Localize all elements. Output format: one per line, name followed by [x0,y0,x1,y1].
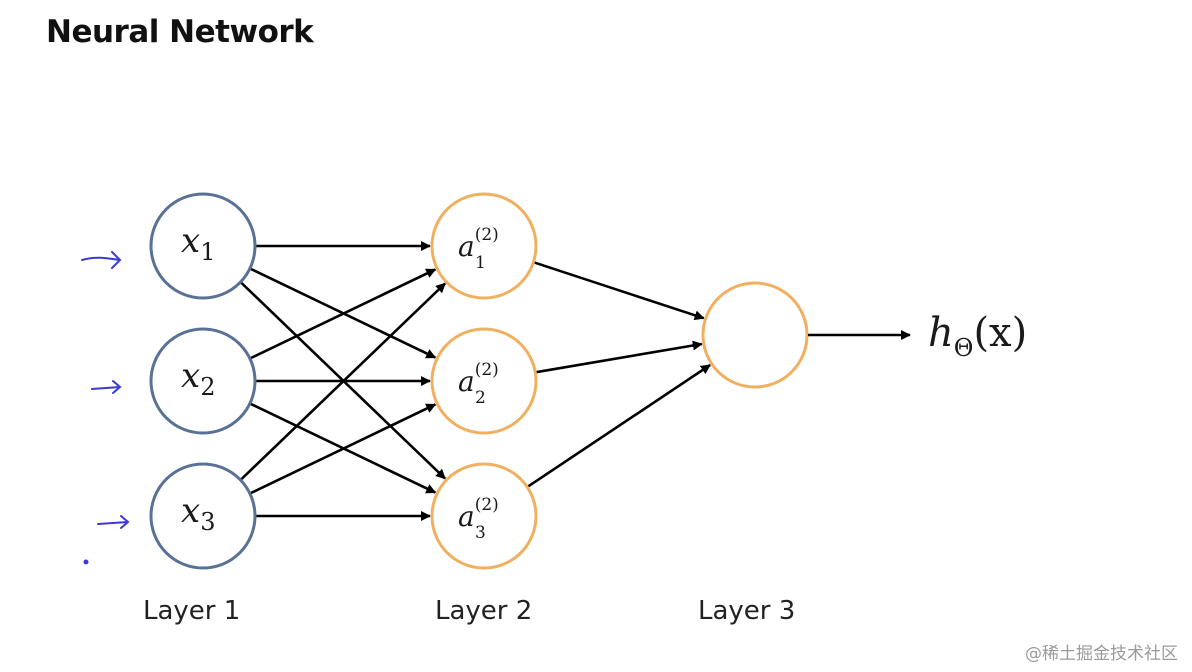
node-circle [430,462,538,570]
edge-l2n2-l3n1 [535,340,703,374]
edge-l2n1-l3n1 [532,260,705,321]
node-circle [430,192,538,300]
node-label: x1 [181,221,215,266]
layer-label-1: Layer 1 [143,596,241,626]
node-circle [149,462,257,570]
node-circle [149,192,257,300]
edge-l1n2-l2n1 [249,268,437,360]
page-title: Neural Network [46,14,314,50]
node-circle [430,327,538,435]
annotation-dot [83,559,89,565]
node-layer2-3: a(2)3 [430,462,538,570]
edge-l1n3-l2n2 [249,403,437,495]
layer-label-3: Layer 3 [698,596,796,626]
node-layer1-1: x1 [149,192,257,300]
node-layer2-2: a(2)2 [430,327,538,435]
node-layer3-1 [701,281,809,389]
node-layer1-3: x3 [149,462,257,570]
annotation-arrow-1 [81,251,122,269]
annotation-arrow-3 [97,515,130,529]
handwritten-annotations [81,251,130,565]
node-label: x3 [181,491,215,536]
node-label: a(2)2 [458,360,499,408]
node-layer2-1: a(2)1 [430,192,538,300]
node-circle [701,281,809,389]
nodes: x1 x2 x3 a(2)1 a(2)2 a(2)3 [149,192,809,570]
output-label: hΘ(x) [928,310,1027,362]
edge-l1n3-l2n1 [239,282,447,481]
annotation-arrow-2 [91,380,122,394]
node-circle [149,327,257,435]
edge-l2n3-l3n1 [526,363,711,489]
layer-label-2: Layer 2 [435,596,533,626]
node-label: a(2)3 [458,495,499,543]
node-label: a(2)1 [458,225,499,273]
node-layer1-2: x2 [149,327,257,435]
watermark: @稀土掘金技术社区 [1025,644,1178,664]
connection-arrows [239,241,711,521]
node-label: x2 [181,356,215,401]
